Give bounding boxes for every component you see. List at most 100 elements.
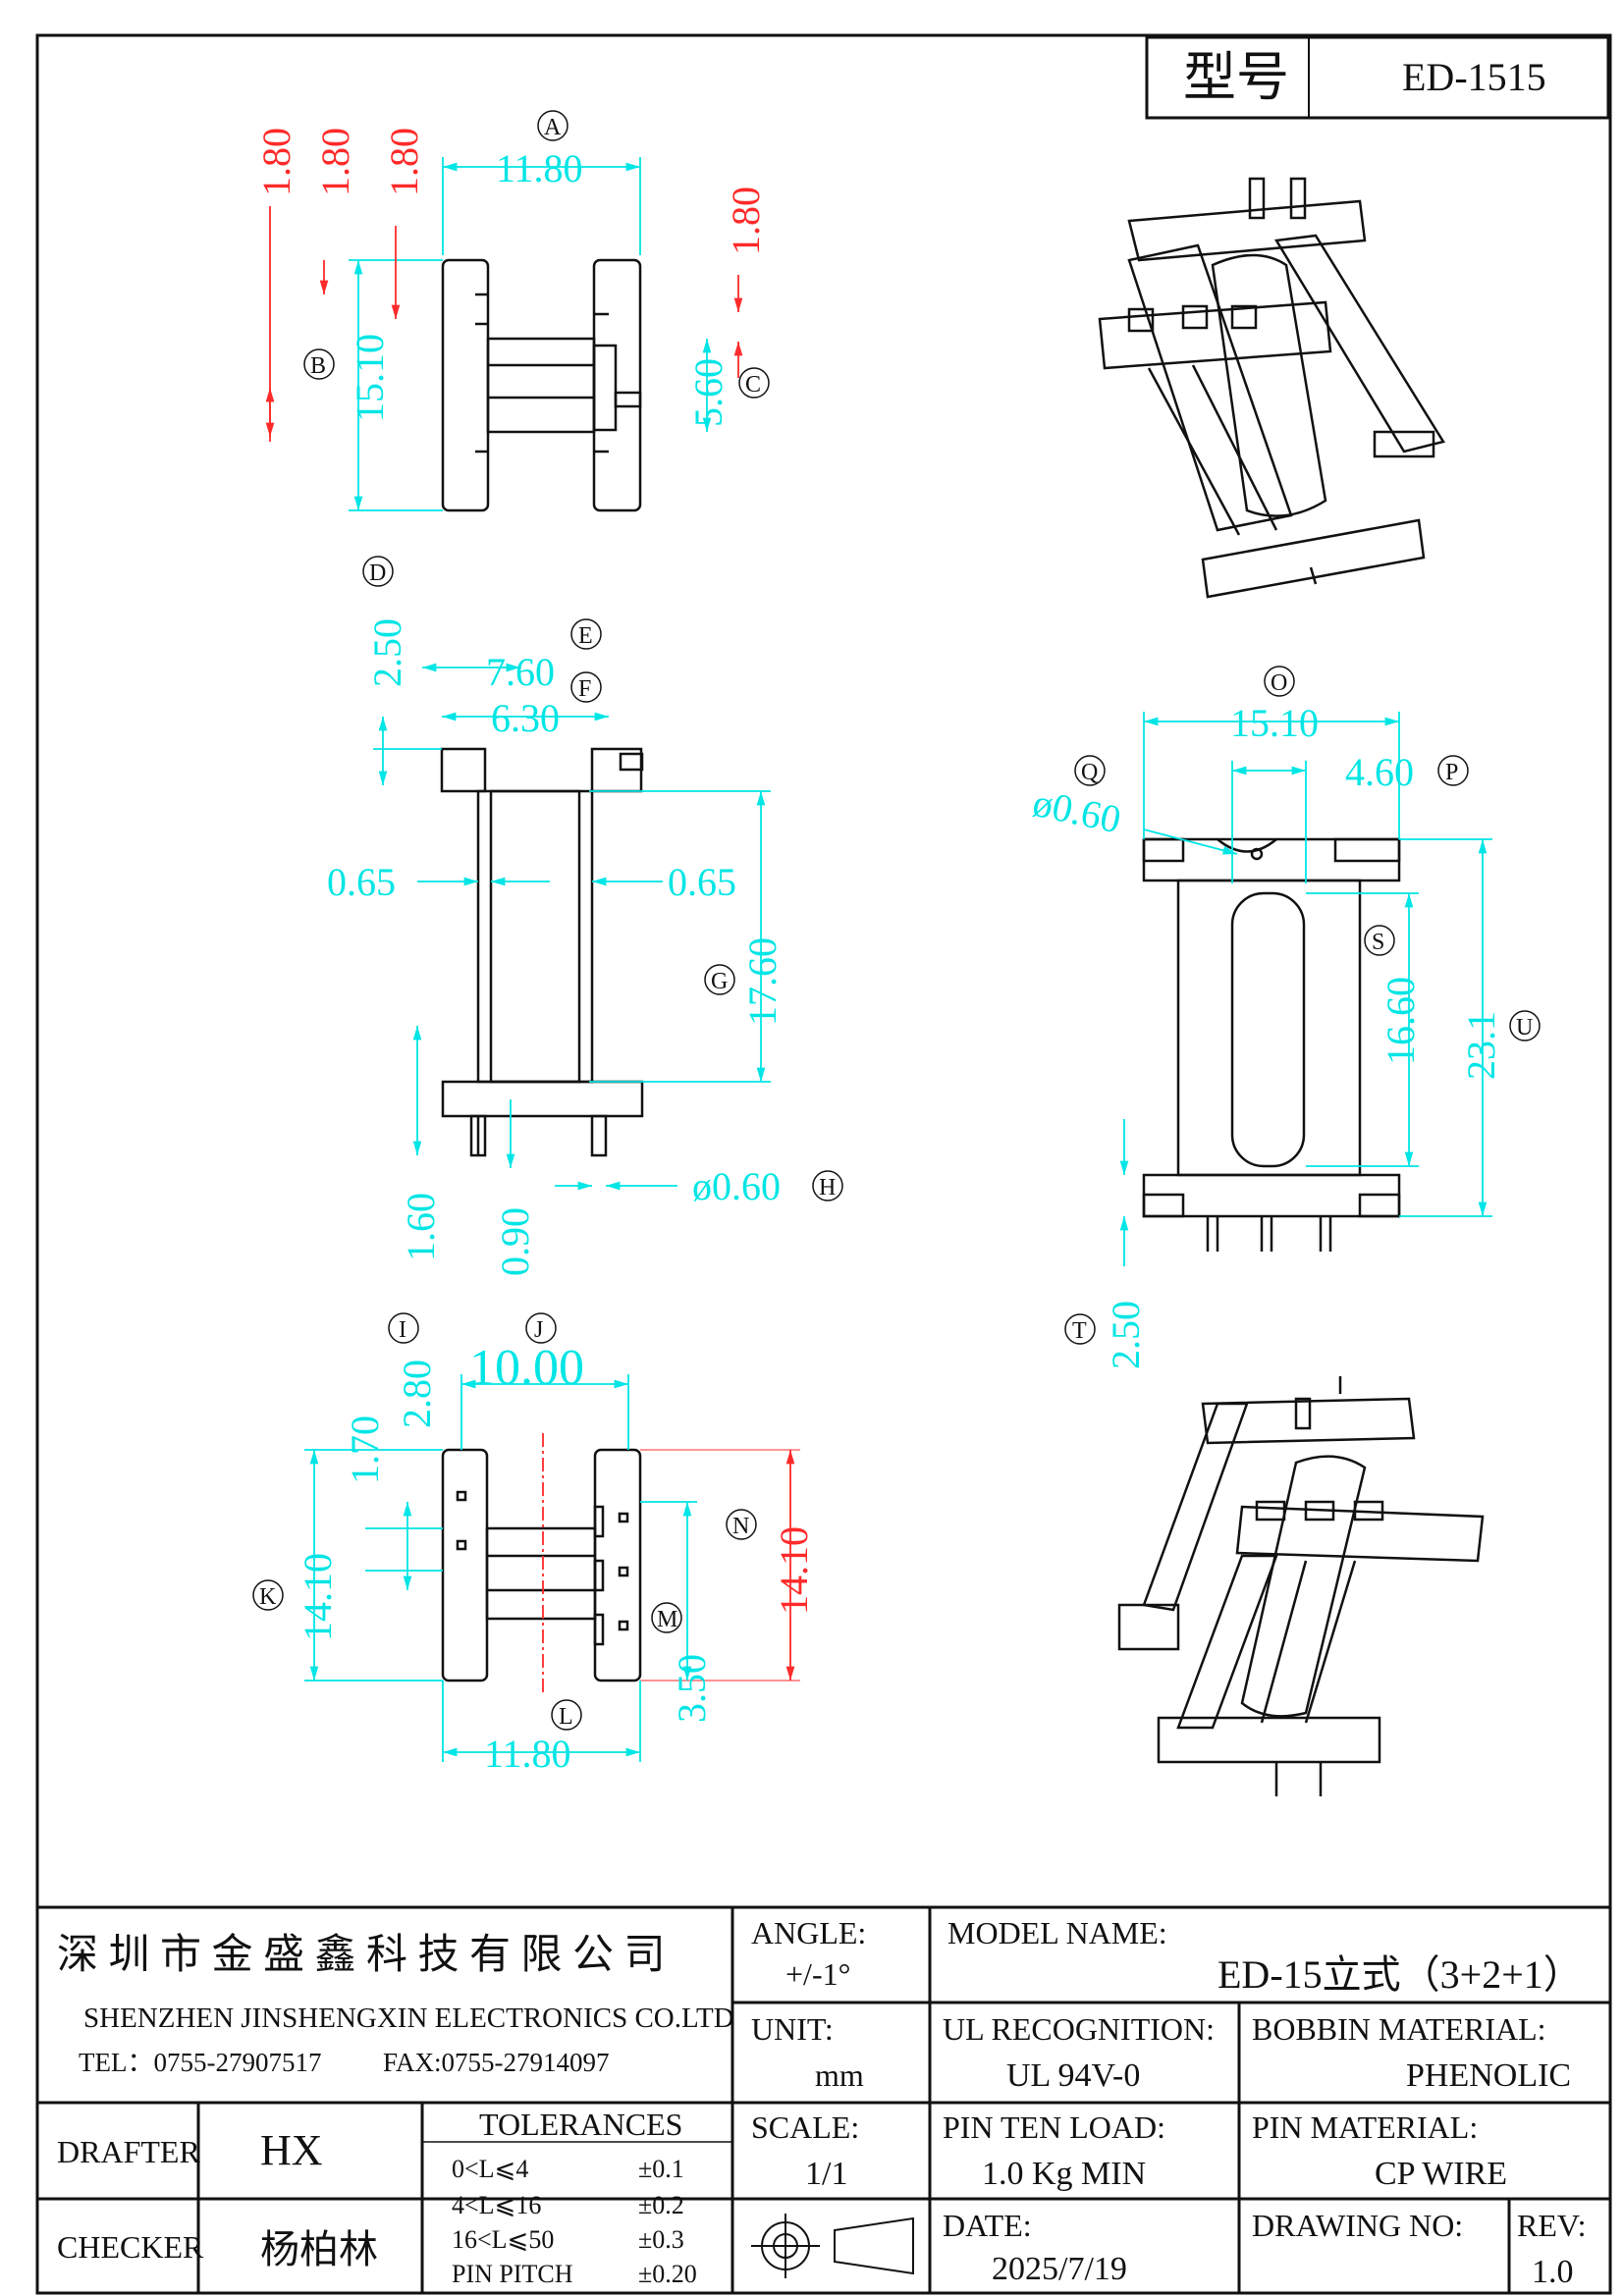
- dim-a-core: 5.60: [686, 358, 730, 427]
- view-d-front-view: [440, 747, 644, 1157]
- company-name-en: SHENZHEN JINSHENGXIN ELECTRONICS CO.LTD: [83, 2002, 734, 2034]
- checker-value: 杨柏林: [260, 2227, 378, 2271]
- left-flange: [441, 258, 490, 512]
- dim-o-460: 4.60: [1345, 750, 1414, 794]
- dim-i-350: 3.50: [670, 1654, 714, 1723]
- tag-l: L: [559, 1704, 573, 1730]
- view-a-side-view: [441, 258, 642, 512]
- outer-border: [35, 33, 1612, 2295]
- view-i-dimensions: 10.00 2.80 1.70 14.10 14.10 3.50 11.80: [296, 1340, 816, 1776]
- tag-o: O: [1271, 670, 1287, 696]
- dim-d-250: 2.50: [365, 618, 409, 687]
- dim-d-065-left: 0.65: [327, 860, 396, 904]
- right-flange: [592, 258, 642, 512]
- projection-symbol-icon: [751, 2214, 914, 2278]
- tol-value-4: ±0.20: [638, 2260, 697, 2288]
- tag-c: C: [745, 372, 761, 398]
- model-header-label: 型号: [1183, 48, 1289, 107]
- dim-d-pin: ø0.60: [692, 1164, 781, 1208]
- view-i-tags: I J K L M N: [252, 1312, 757, 1731]
- view-a-tags: A B C: [303, 110, 770, 399]
- tag-b: B: [310, 353, 326, 379]
- tag-e: E: [578, 623, 593, 649]
- model-header-value: ED-1515: [1402, 55, 1546, 99]
- drafter-label: DRAFTER: [57, 2134, 200, 2169]
- tag-s: S: [1372, 930, 1384, 955]
- isometric-view-bottom: [1117, 1376, 1485, 1796]
- dim-o-250: 2.50: [1104, 1301, 1148, 1369]
- tag-m: M: [657, 1607, 677, 1632]
- ul-label: UL RECOGNITION:: [943, 2011, 1215, 2047]
- dim-o-hole: ø0.60: [1029, 780, 1124, 842]
- view-o-dimensions: 15.10 4.60 ø0.60 16.60 23.1 2.50: [1029, 701, 1503, 1369]
- scale-label: SCALE:: [751, 2109, 859, 2145]
- tag-n: N: [732, 1514, 749, 1539]
- model-name-label: MODEL NAME:: [947, 1915, 1167, 1950]
- pin-load-label: PIN TEN LOAD:: [943, 2109, 1165, 2145]
- dim-i-170: 1.70: [343, 1415, 387, 1484]
- tolerances-label: TOLERANCES: [479, 2107, 682, 2142]
- angle-label: ANGLE:: [751, 1915, 866, 1950]
- view-o-tags: O P Q S T U: [1064, 666, 1541, 1345]
- tag-f: F: [578, 676, 591, 702]
- dim-d-630: 6.30: [491, 696, 560, 740]
- rev-value: 1.0: [1532, 2254, 1574, 2290]
- tol-range-3: 16<L⩽50: [452, 2225, 554, 2254]
- unit-label: UNIT:: [751, 2011, 834, 2047]
- dim-a-red-2: 1.80: [313, 128, 357, 196]
- company-name-cn: 深 圳 市 金 盛 鑫 科 技 有 限 公 司: [57, 1932, 666, 1978]
- dim-d-090: 0.90: [493, 1207, 537, 1276]
- view-d-tags: D E F G H: [362, 556, 843, 1201]
- dim-d-160: 1.60: [399, 1193, 443, 1261]
- dim-d-760: 7.60: [486, 650, 555, 694]
- angle-value: +/-1°: [785, 1956, 850, 1992]
- dim-a-red-1: 1.80: [254, 128, 298, 196]
- tol-value-2: ±0.2: [638, 2191, 684, 2219]
- scale-value: 1/1: [805, 2156, 847, 2192]
- bobbin-material-label: BOBBIN MATERIAL:: [1252, 2011, 1546, 2047]
- view-i-side-view: [441, 1448, 642, 1682]
- title-block-text: 深 圳 市 金 盛 鑫 科 技 有 限 公 司 SHENZHEN JINSHEN…: [57, 1915, 1587, 2290]
- pin-material-label: PIN MATERIAL:: [1252, 2109, 1478, 2145]
- dim-o-1510: 15.10: [1230, 701, 1319, 745]
- date-value: 2025/7/19: [992, 2251, 1127, 2287]
- view-d-dimensions: 2.50 7.60 6.30 0.65 0.65 17.60 1.60 0.90…: [327, 618, 784, 1276]
- tag-u: U: [1516, 1015, 1533, 1041]
- dim-a-width: 11.80: [496, 146, 583, 190]
- tag-k: K: [259, 1584, 277, 1610]
- pin-load-value: 1.0 Kg MIN: [982, 2156, 1146, 2192]
- dim-i-1410-right: 14.10: [772, 1526, 816, 1615]
- tag-q: Q: [1081, 760, 1098, 785]
- unit-value: mm: [815, 2057, 864, 2093]
- dim-i-1000: 10.00: [469, 1340, 584, 1396]
- tag-g: G: [711, 969, 728, 994]
- dim-o-231: 23.1: [1459, 1011, 1503, 1080]
- view-o-top-view: [1142, 837, 1401, 1252]
- tag-p: P: [1445, 760, 1458, 785]
- tag-a: A: [544, 115, 562, 140]
- checker-label: CHECKER: [57, 2229, 204, 2265]
- rev-label: REV:: [1517, 2208, 1587, 2243]
- model-name-value: ED-15立式（3+2+1）: [1217, 1952, 1583, 1997]
- pin-material-value: CP WIRE: [1375, 2156, 1507, 2192]
- tol-range-2: 4<L⩽16: [452, 2191, 541, 2219]
- dim-i-1410-left: 14.10: [296, 1553, 340, 1641]
- core-body: [486, 337, 596, 434]
- tag-h: H: [819, 1175, 836, 1201]
- company-tel: TEL：0755-27907517: [79, 2048, 321, 2077]
- dim-o-1660: 16.60: [1379, 977, 1423, 1065]
- ul-value: UL 94V-0: [1006, 2057, 1140, 2094]
- dim-d-065-right: 0.65: [668, 860, 736, 904]
- dim-a-height: 15.10: [348, 334, 392, 422]
- tol-value-3: ±0.3: [638, 2225, 684, 2254]
- title-block: [37, 1905, 1610, 2293]
- isometric-view-top: [1098, 177, 1445, 599]
- drafter-value: HX: [260, 2126, 323, 2174]
- date-label: DATE:: [943, 2208, 1032, 2243]
- tag-t: T: [1072, 1318, 1087, 1344]
- model-header-box: 型号 ED-1515: [1145, 35, 1610, 120]
- tol-range-4: PIN PITCH: [452, 2260, 573, 2288]
- dim-i-280: 2.80: [395, 1360, 439, 1428]
- drawing-no-label: DRAWING NO:: [1252, 2208, 1463, 2243]
